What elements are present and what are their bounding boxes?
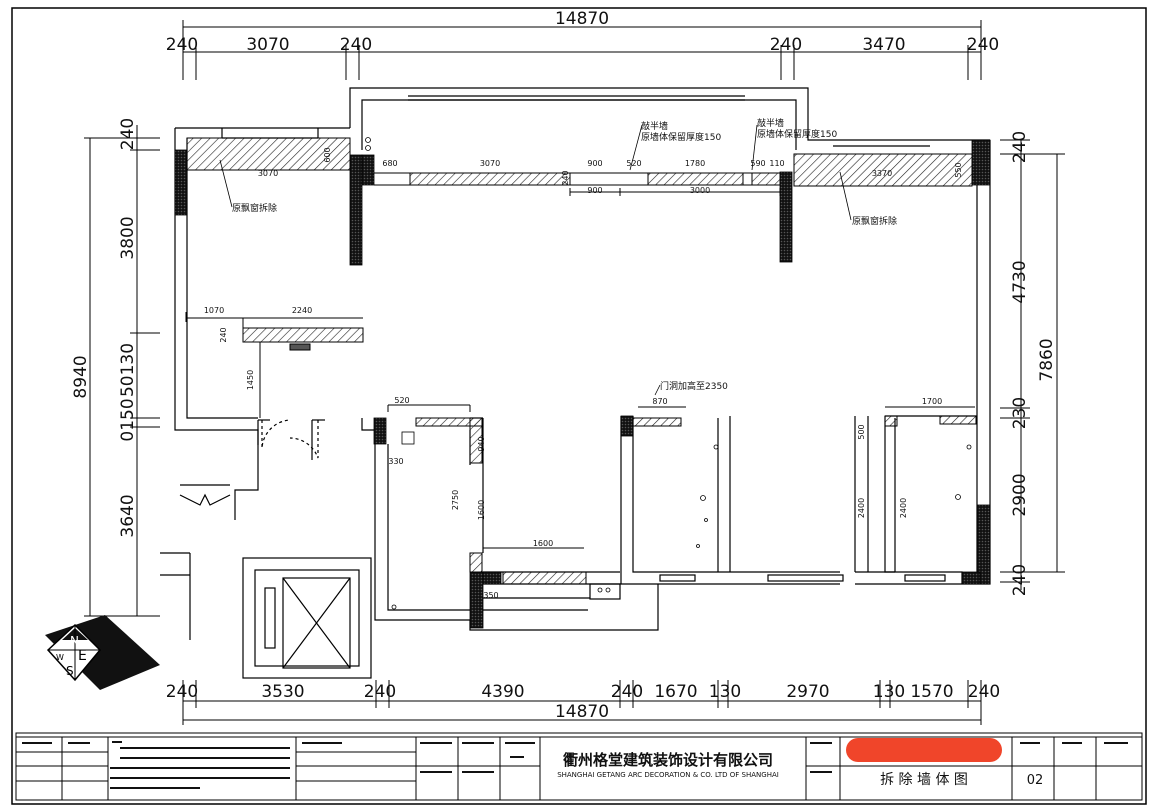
bottom-dim-7: 130: [709, 682, 741, 702]
bottom-dim-1: 240: [166, 682, 198, 702]
dim-900: 900: [587, 159, 602, 168]
left-dim-1: 240: [118, 118, 138, 150]
bottom-total-dim: 14870: [555, 702, 609, 722]
bottom-dim-10: 1570: [910, 682, 953, 702]
note-half-wall-2: 敲半墙: [757, 117, 784, 129]
note-half-wall-2-sub: 原墙体保留厚度150: [757, 128, 837, 140]
bottom-dimension-chain: [182, 680, 982, 725]
dim-1600v: 1600: [477, 500, 486, 520]
dim-240b: 240: [219, 327, 228, 342]
left-dim-2: 3800: [118, 216, 138, 259]
right-dim-1: 240: [1010, 131, 1030, 163]
dim-bay-left: 3070: [258, 169, 278, 178]
dim-1600h: 1600: [533, 539, 553, 548]
dim-240: 240: [561, 170, 570, 185]
top-dim-3: 240: [340, 35, 372, 55]
dim-900b: 900: [587, 186, 602, 195]
sheet-border: [11, 7, 1147, 805]
dim-bay-right: 3370: [872, 169, 892, 178]
dim-500: 500: [857, 424, 866, 439]
top-dimension-chain: [182, 20, 982, 80]
dim-bay-right-h: 550: [954, 162, 963, 177]
top-dim-6: 240: [967, 35, 999, 55]
dim-2400b: 2400: [899, 498, 908, 518]
structural-columns: [174, 139, 991, 629]
right-dim-2: 4730: [1010, 260, 1030, 303]
right-total-dim: 7860: [1037, 338, 1057, 381]
bottom-dim-4: 4390: [481, 682, 524, 702]
wall-outlines: [160, 87, 991, 679]
annotations: 敲半墙 原墙体保留厚度150 敲半墙 原墙体保留厚度150 原飘窗拆除 原飘窗拆…: [219, 117, 897, 396]
dim-2750: 2750: [451, 490, 460, 510]
note-bay-left: 原飘窗拆除: [232, 202, 277, 214]
bottom-dim-2: 3530: [261, 682, 304, 702]
top-dim-4: 240: [770, 35, 802, 55]
compass-s: S: [66, 664, 74, 678]
bottom-dim-11: 240: [968, 682, 1000, 702]
fixtures: [365, 137, 972, 610]
dim-1070: 1070: [204, 306, 224, 315]
dim-1450: 1450: [246, 370, 255, 390]
note-door-raise: 门洞加高至2350: [660, 380, 728, 392]
top-dim-1: 240: [166, 35, 198, 55]
dim-520b: 520: [394, 396, 409, 405]
dim-1780: 1780: [685, 159, 705, 168]
left-dim-4: 3640: [118, 494, 138, 537]
left-dim-3b: 0150: [118, 398, 138, 441]
title-block: [15, 732, 1143, 801]
bottom-dim-9: 130: [873, 682, 905, 702]
top-dim-5: 3470: [862, 35, 905, 55]
right-dim-3: 230: [1010, 397, 1030, 429]
dim-2240: 2240: [292, 306, 312, 315]
bottom-dim-3: 240: [364, 682, 396, 702]
left-dim-3: 50130: [118, 343, 138, 397]
bottom-dim-8: 2970: [786, 682, 829, 702]
company-name-cn: 衢州格堂建筑装饰设计有限公司: [563, 751, 773, 769]
company-name-en: SHANGHAI GETANG ARC DECORATION & CO. LTD…: [557, 771, 779, 779]
compass-n: N: [70, 634, 79, 648]
dim-3070: 3070: [480, 159, 500, 168]
right-dim-4: 2900: [1010, 473, 1030, 516]
sheet-number: 02: [1027, 773, 1044, 788]
bottom-dim-5: 240: [611, 682, 643, 702]
dim-1700: 1700: [922, 397, 942, 406]
balcony-front-wall: [185, 150, 975, 549]
north-compass-icon: N E S W: [45, 615, 160, 690]
demolished-walls: [186, 137, 977, 585]
left-total-dim: 8940: [71, 355, 91, 398]
dim-680: 680: [382, 159, 397, 168]
drawing-title: 拆 除 墙 体 图: [880, 772, 968, 788]
note-half-wall-1-sub: 原墙体保留厚度150: [641, 131, 721, 143]
note-half-wall-1: 敲半墙: [641, 120, 668, 132]
bottom-dim-6: 1670: [654, 682, 697, 702]
compass-w: W: [56, 653, 64, 662]
top-dim-2: 3070: [246, 35, 289, 55]
dim-330: 330: [388, 457, 403, 466]
right-dimension-chain: [1000, 139, 1065, 590]
compass-e: E: [78, 648, 87, 664]
redacted-project-name: [846, 738, 1002, 762]
inner-dimensions: 3070 600 3370 550 680 3070 240 900 520 1…: [204, 147, 963, 600]
left-dimension-chain: [84, 125, 160, 617]
dim-2400a: 2400: [857, 498, 866, 518]
title-block-small-text: [22, 741, 1128, 789]
note-bay-right: 原飘窗拆除: [852, 215, 897, 227]
dim-110: 110: [769, 159, 784, 168]
right-dim-5: 240: [1010, 564, 1030, 596]
dim-520: 520: [626, 159, 641, 168]
dim-590: 590: [750, 159, 765, 168]
dim-3000: 3000: [690, 186, 710, 195]
dim-940: 940: [477, 436, 486, 451]
top-total-dim: 14870: [555, 9, 609, 29]
dim-870: 870: [652, 397, 667, 406]
dim-350: 350: [483, 591, 498, 600]
dim-bay-left-h: 600: [323, 147, 332, 162]
